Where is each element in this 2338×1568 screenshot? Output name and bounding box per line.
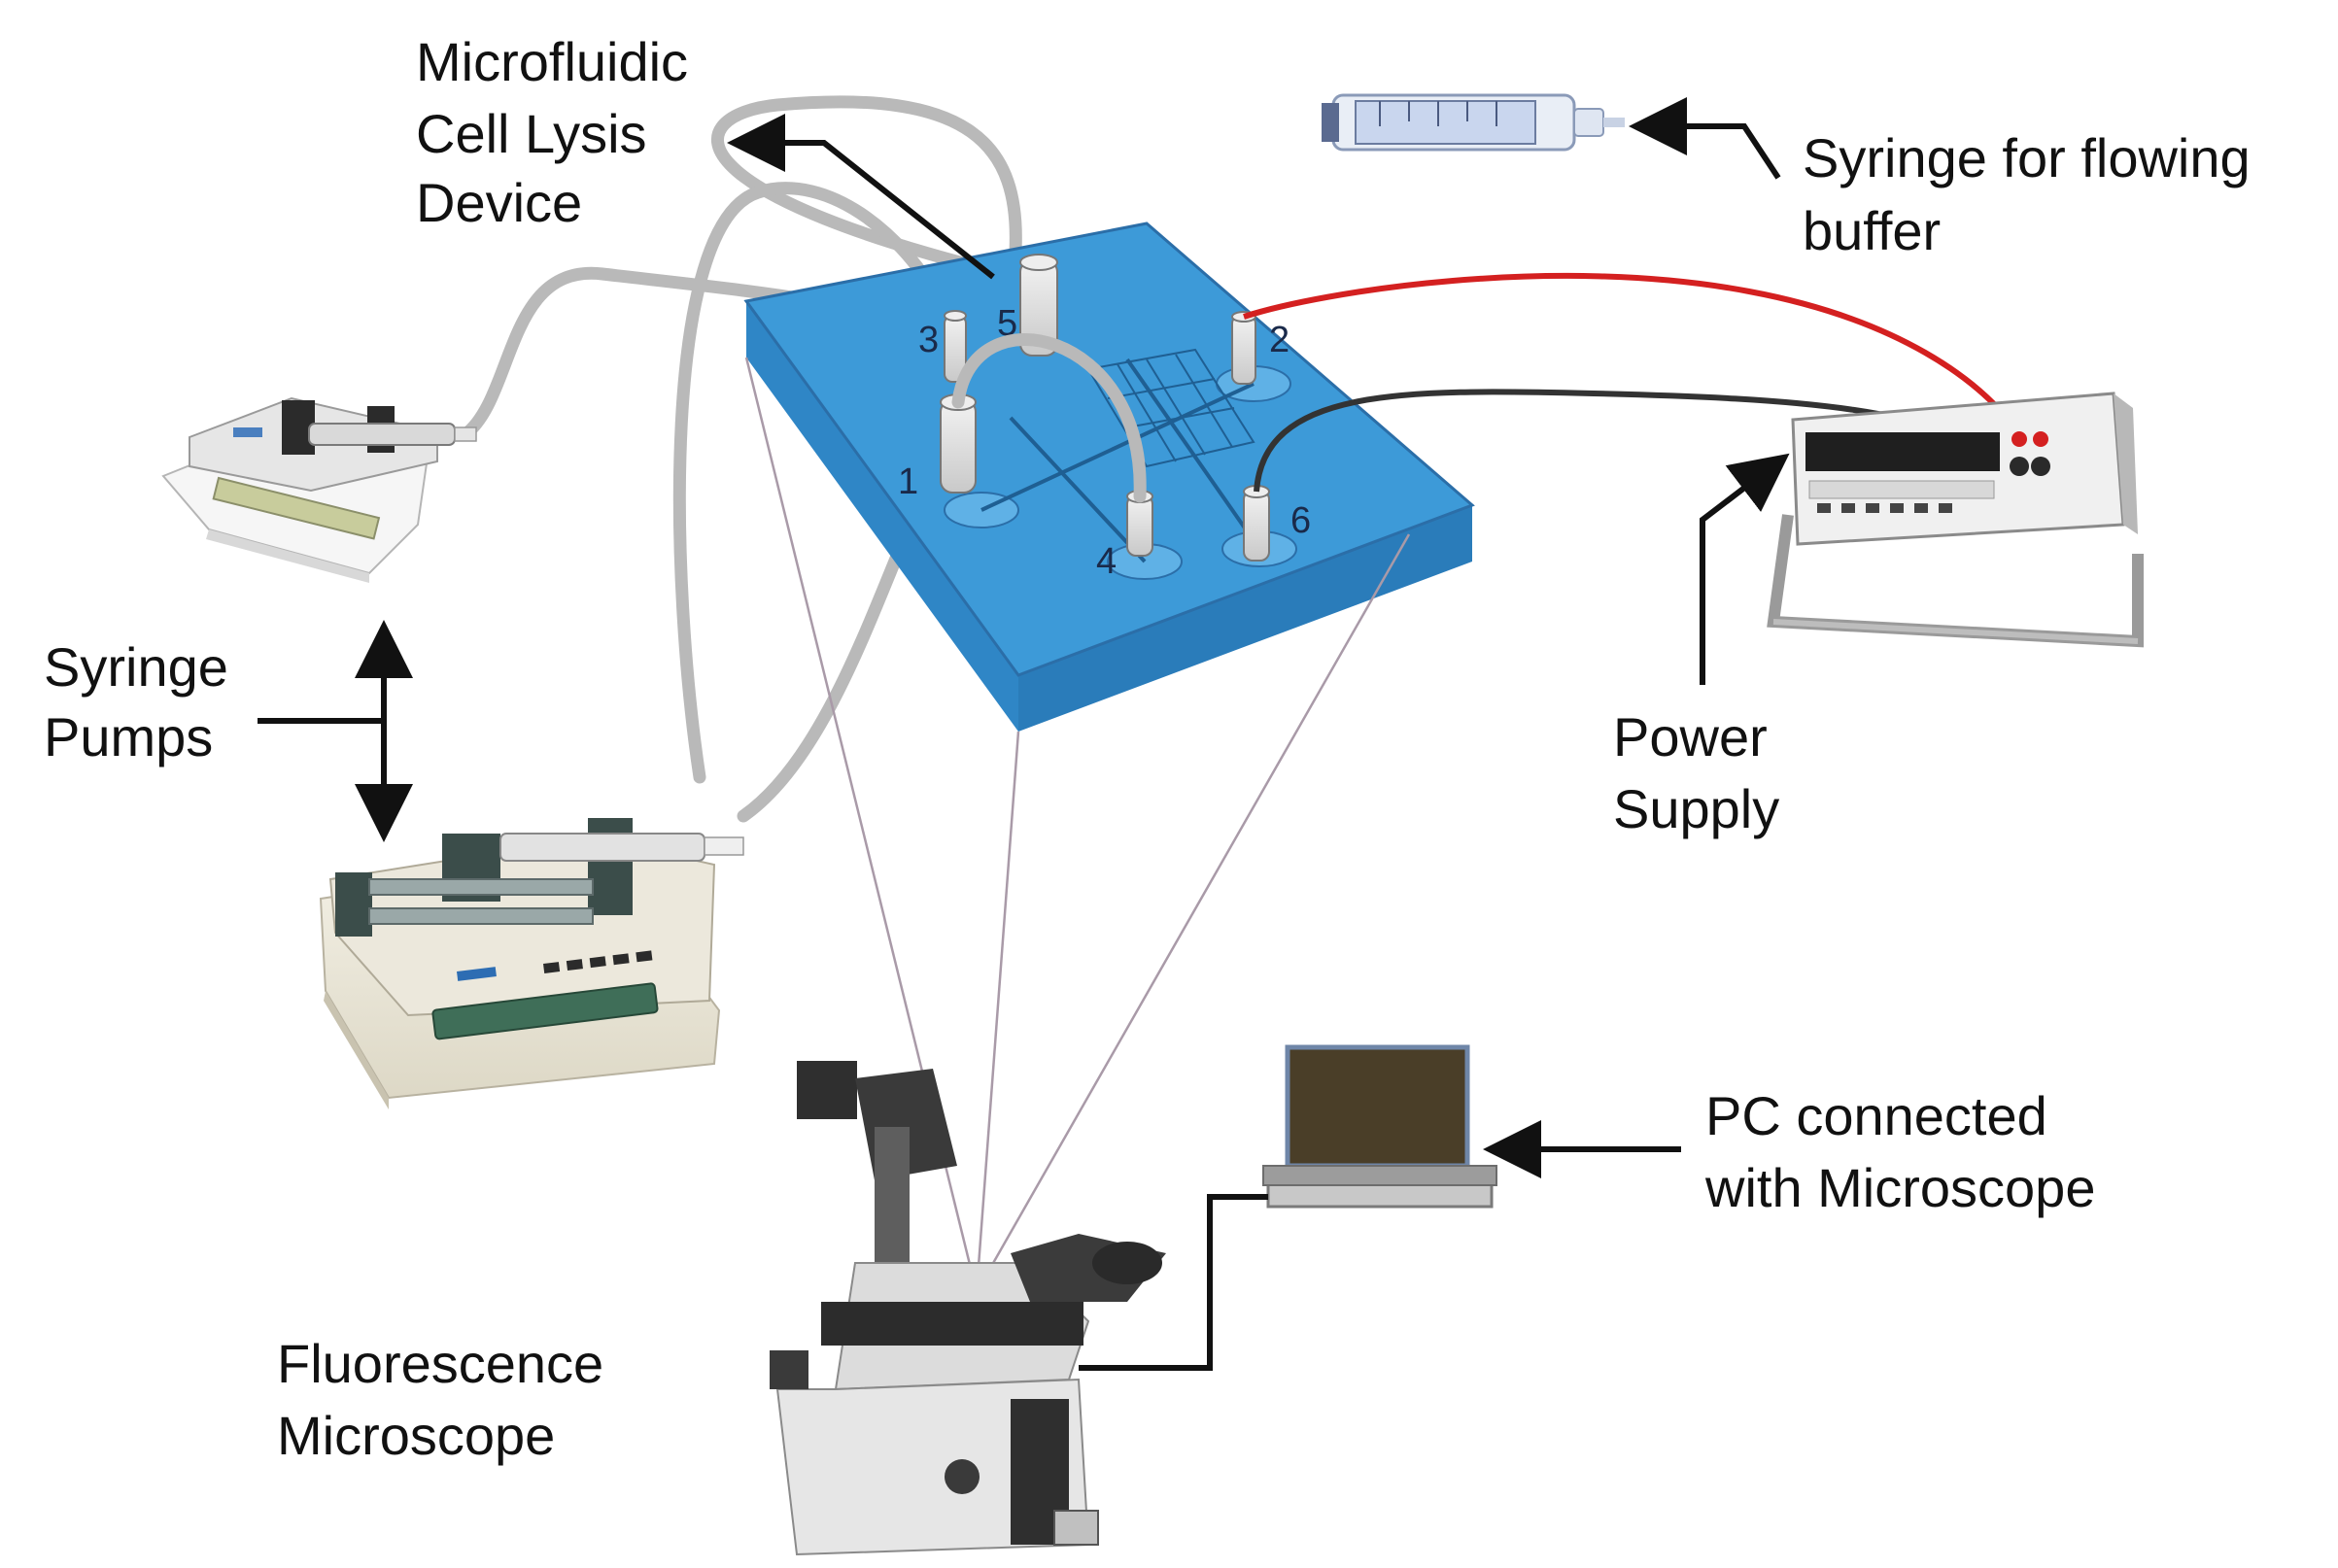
label-pc: PC connected with Microscope	[1704, 1085, 2095, 1218]
label-line: buffer	[1803, 200, 1941, 261]
wire-red	[1243, 272, 2024, 439]
label-line: Pumps	[44, 706, 213, 767]
label-microscope: Fluorescence Microscope	[277, 1333, 603, 1466]
syringe-pump-top	[161, 396, 477, 583]
port-number-5: 5	[997, 303, 1017, 344]
annotation-arrows	[258, 97, 1790, 1178]
label-line: Cell Lysis	[416, 103, 647, 164]
port-2	[1231, 311, 1256, 385]
port-number-2: 2	[1269, 320, 1289, 360]
label-line: with Microscope	[1704, 1157, 2095, 1218]
label-line: Supply	[1613, 778, 1779, 839]
label-line: Fluorescence	[277, 1333, 603, 1394]
tube-pump2-to-port3-long	[672, 182, 964, 784]
label-line: Microscope	[277, 1405, 555, 1466]
arrow-buffer-syringe	[1629, 97, 1781, 180]
chip-side-front	[1018, 505, 1472, 732]
port-6	[1243, 485, 1270, 562]
label-syringe-pumps: Syringe Pumps	[44, 636, 228, 767]
microfluidic-chip: 3 5 2 1 4 6	[743, 222, 1475, 732]
label-power-supply: Power Supply	[1613, 706, 1779, 839]
power-supply	[1767, 392, 2144, 648]
label-line: Power	[1613, 706, 1768, 767]
label-line: Syringe	[44, 636, 228, 698]
tube-buffer-to-port5	[710, 95, 1045, 289]
port-number-6: 6	[1290, 500, 1311, 541]
label-line: Device	[416, 172, 582, 233]
chip-side-left	[746, 301, 1018, 732]
pc-cable	[1079, 1194, 1268, 1371]
eyepiece	[1092, 1242, 1162, 1284]
label-syringe-buffer: Syringe for flowing buffer	[1803, 127, 2251, 261]
arrow-lysis-device	[727, 114, 995, 280]
tube-port1-over-chip	[951, 333, 1147, 503]
buffer-syringe	[1322, 93, 1625, 152]
label-line: PC connected	[1705, 1085, 2047, 1146]
port-number-1: 1	[898, 461, 918, 502]
chip-electrode-grid	[1086, 348, 1255, 468]
label-line: Syringe for flowing	[1803, 127, 2251, 188]
syringe-pump-bottom	[319, 818, 744, 1109]
label-line: Microfluidic	[416, 31, 688, 92]
port-number-4: 4	[1096, 541, 1117, 582]
port-number-3: 3	[918, 320, 939, 360]
laptop	[1262, 1044, 1497, 1209]
label-lysis-device: Microfluidic Cell Lysis Device	[416, 31, 688, 233]
fluorescence-microscope	[770, 1061, 1166, 1556]
port-3	[944, 310, 967, 383]
port-1	[940, 393, 977, 494]
arrow-power-supply	[1700, 453, 1790, 685]
port-5	[1019, 254, 1058, 357]
